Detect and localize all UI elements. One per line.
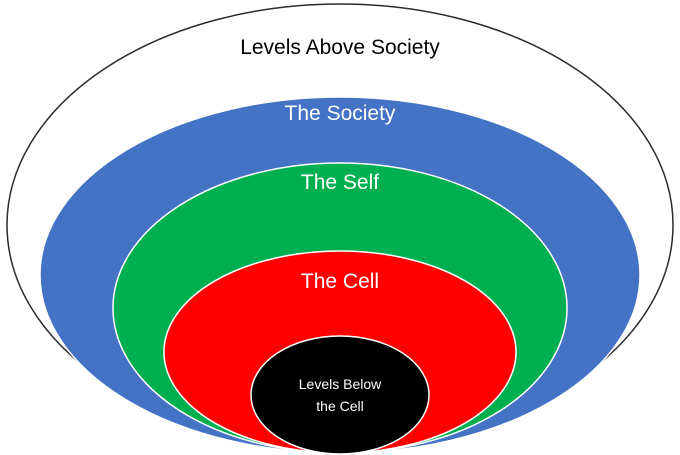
level-self-label: The Self (301, 171, 379, 194)
level-above-society-label: Levels Above Society (240, 36, 440, 59)
level-below-cell-label-line1: Levels Below (299, 376, 382, 392)
level-cell-label: The Cell (301, 270, 379, 293)
level-society-label: The Society (285, 102, 396, 125)
level-below-cell-label-line2: the Cell (316, 398, 363, 414)
level-below-cell-ellipse (250, 335, 430, 455)
